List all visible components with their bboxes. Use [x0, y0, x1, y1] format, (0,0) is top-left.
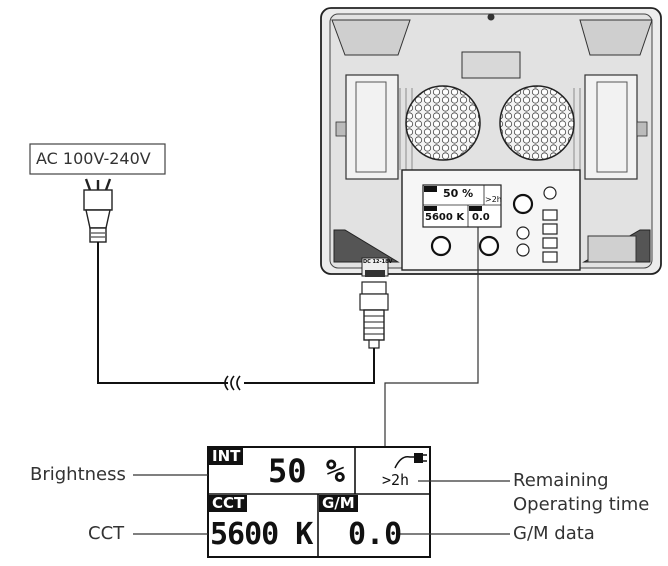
lcd-int-value: 50 % [268, 452, 346, 490]
mode-button[interactable] [542, 223, 558, 235]
mode-button[interactable] [542, 237, 558, 249]
plug-icon [83, 178, 113, 243]
mode-button[interactable] [542, 251, 558, 263]
dc-port-label: DC 12-18V [363, 259, 393, 265]
fan-grille-icon [405, 85, 481, 161]
remaining-label-line2: Operating time [513, 494, 650, 515]
lcd-remaining-value: >2h [382, 471, 410, 489]
lcd-cct-value: 5600 K [210, 517, 313, 552]
knob-icon[interactable] [478, 235, 500, 257]
fan-grille-icon [499, 85, 575, 161]
button-small[interactable] [543, 186, 557, 200]
knob-icon[interactable] [430, 235, 452, 257]
lcd-cct-tag: CCT [209, 495, 248, 512]
battery-plate-right [584, 74, 638, 180]
zoom-callout-line [384, 227, 479, 447]
power-cable [97, 242, 375, 384]
lcd-int-tag: INT [209, 448, 244, 465]
connector-icon [359, 281, 389, 349]
light-panel [320, 7, 662, 277]
mode-button[interactable] [542, 209, 558, 221]
mini-cct-value: 5600 K [425, 212, 465, 223]
mini-remaining: >2h [485, 195, 502, 204]
mini-int-value: 50 % [443, 187, 474, 200]
battery-plate-left [345, 74, 399, 180]
cct-label: CCT [88, 523, 125, 544]
knob-icon[interactable] [512, 193, 534, 215]
cable-break-icon [224, 375, 241, 391]
button-small[interactable] [516, 226, 530, 240]
lcd-gm-tag: G/M [319, 495, 358, 512]
brightness-label: Brightness [30, 464, 126, 485]
ac-voltage-label: AC 100V-240V [36, 149, 151, 168]
mount-hole-icon [487, 13, 495, 21]
mini-gm-value: 0.0 [472, 212, 490, 223]
battery-plug-icon [394, 453, 427, 469]
remaining-label-line1: Remaining [513, 470, 609, 491]
gm-data-label: G/M data [513, 523, 595, 544]
lcd-gm-value: 0.0 [348, 517, 403, 552]
ac-label-box [29, 143, 166, 175]
button-small[interactable] [516, 243, 530, 257]
